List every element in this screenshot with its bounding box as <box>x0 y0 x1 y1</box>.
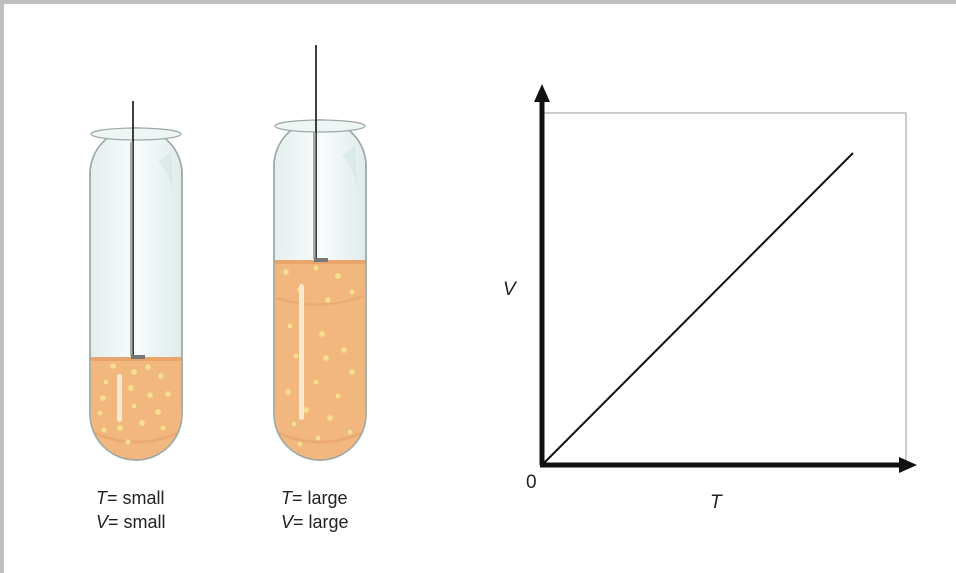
y-axis-label: V <box>503 279 516 300</box>
caption-large-v: V= large <box>281 512 349 532</box>
bubbles-large <box>282 265 356 447</box>
caption-small-t: T= small <box>96 488 165 508</box>
x-axis-label: T <box>710 492 722 513</box>
plot-area <box>541 112 907 466</box>
origin-label: 0 <box>526 472 537 493</box>
x-axis-arrow <box>899 457 917 473</box>
caption-small-v: V= small <box>96 512 166 532</box>
caption-large-t: T= large <box>281 488 348 508</box>
caption-tube-large: T= large V= large <box>281 486 349 534</box>
v-vs-t-graph <box>534 84 917 473</box>
test-tube-large <box>273 45 367 461</box>
proportionality-line <box>541 152 854 466</box>
test-tube-small <box>89 101 183 461</box>
y-axis-arrow <box>534 84 550 102</box>
caption-tube-small: T= small V= small <box>96 486 166 534</box>
bubbles-small <box>97 362 172 445</box>
